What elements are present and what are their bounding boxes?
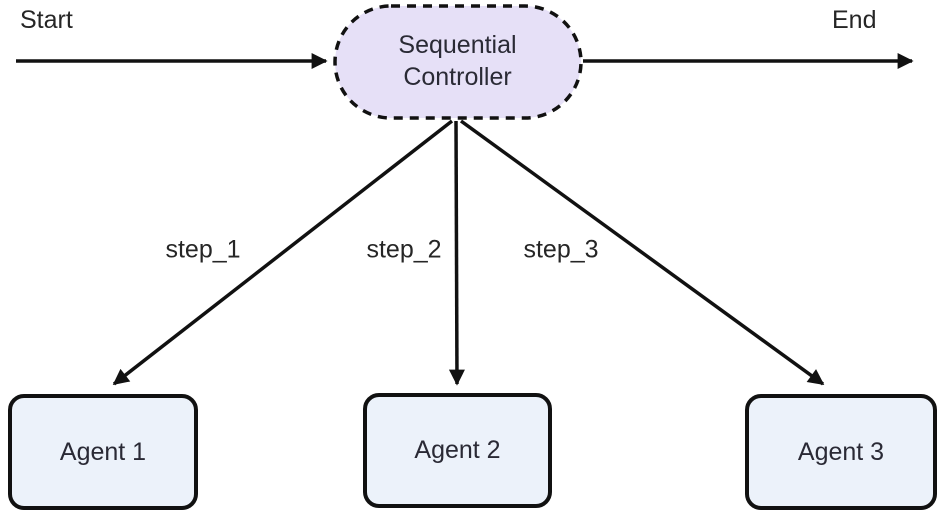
agent-1-node: [8, 394, 198, 510]
controller-label-box: Sequential Controller: [333, 4, 582, 118]
agent-1-label: Agent 1: [59, 437, 147, 466]
edge-step-2-to-agent-2: [448, 120, 465, 386]
edge-label-step-1: step_1: [162, 234, 244, 266]
edge-label-step-3: step_3: [520, 234, 602, 266]
sequential-controller-node: [333, 4, 583, 120]
agent-3-node: [745, 394, 937, 510]
agent-3-label: Agent 3: [797, 437, 885, 466]
edge-step-1-to-agent-1: [112, 119, 454, 386]
agent-2-label: Agent 2: [414, 436, 501, 464]
agent-2-node: [363, 393, 552, 508]
start-label: Start: [20, 6, 73, 34]
end-label: End: [832, 6, 877, 34]
controller-label: Sequential Controller: [398, 30, 517, 92]
edge-label-step-2: step_2: [363, 234, 445, 266]
edge-step-3-to-agent-3: [459, 119, 825, 386]
